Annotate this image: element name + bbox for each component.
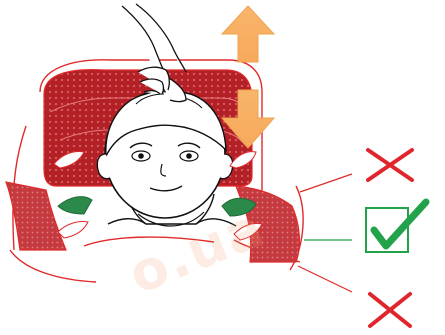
- cross-icon: [368, 150, 412, 180]
- pointer-lines: [298, 174, 352, 292]
- checkmark-icon: [366, 202, 426, 252]
- cross-icon-bottom: [370, 294, 410, 326]
